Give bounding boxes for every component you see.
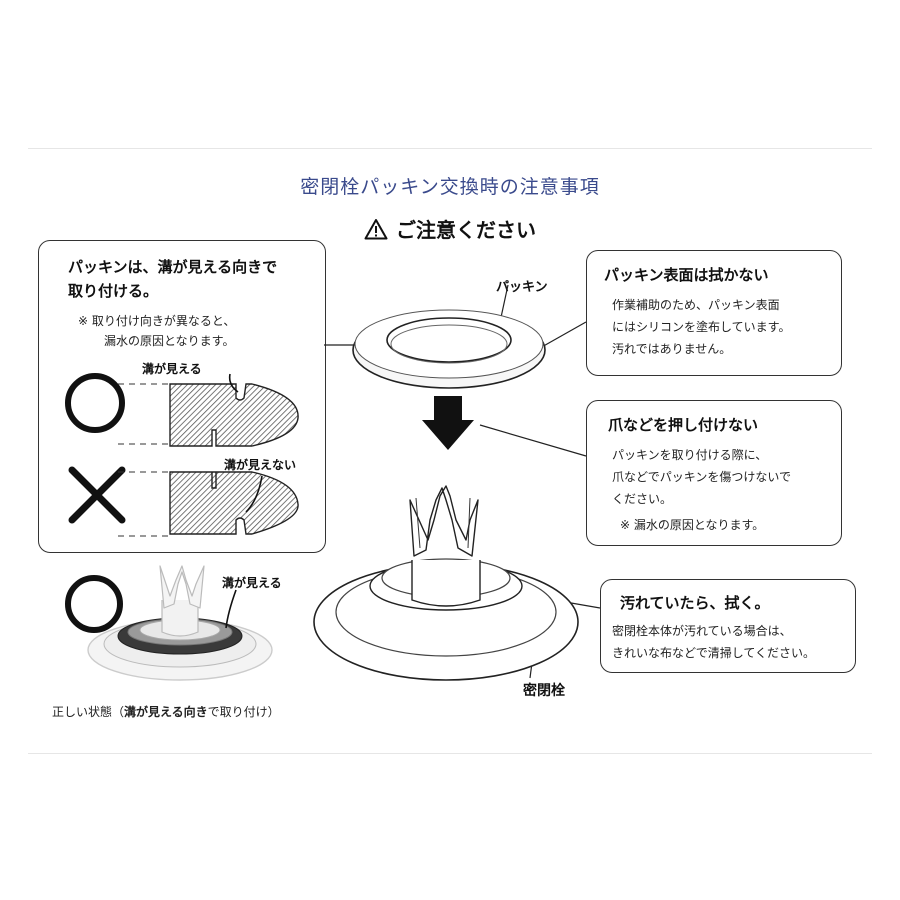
ok-cross-section (169, 383, 299, 447)
ok-groove-label: 溝が見える (142, 362, 202, 376)
page-frame (28, 148, 872, 754)
ng-groove-label: 溝が見えない (224, 458, 297, 472)
no-nail-line-2: 爪などでパッキンを傷つけないで (612, 470, 792, 484)
orientation-note-2: 漏水の原因となります。 (104, 334, 235, 348)
no-wipe-box (586, 250, 842, 376)
packing-ring-icon (352, 309, 546, 389)
no-wipe-line-2: にはシリコンを塗布しています。 (612, 320, 791, 334)
no-nail-line-4: ※ 漏水の原因となります。 (620, 518, 765, 532)
photo-ok-symbol-icon (65, 575, 123, 633)
no-nail-line-1: パッキンを取り付ける際に、 (612, 448, 768, 462)
wipe-dirt-line-1: 密閉栓本体が汚れている場合は、 (612, 624, 792, 638)
caution-text: ご注意ください (396, 218, 536, 242)
no-nail-line-3: ください。 (612, 492, 673, 506)
down-arrow-icon (422, 396, 474, 450)
no-nail-heading: 爪などを押し付けない (608, 416, 759, 434)
caution-heading: ご注意ください (0, 214, 900, 243)
packing-label: パッキン (496, 280, 548, 295)
warning-icon (364, 219, 388, 240)
no-nail-box (586, 400, 842, 546)
ng-cross-section (169, 471, 299, 535)
photo-plug-icon (87, 565, 273, 681)
orientation-heading-1: パッキンは、溝が見える向きで (68, 258, 278, 276)
no-wipe-heading: パッキン表面は拭かない (604, 266, 769, 284)
page-title: 密閉栓パッキン交換時の注意事項 (300, 176, 600, 198)
no-wipe-line-3: 汚れではありません。 (612, 342, 732, 356)
wipe-dirt-box (600, 579, 856, 673)
ng-symbol-icon (68, 466, 126, 524)
ok-symbol-icon (65, 373, 125, 433)
wipe-dirt-heading: 汚れていたら、拭く。 (620, 594, 770, 612)
orientation-heading-2: 取り付ける。 (68, 282, 159, 300)
photo-caption: 正しい状態（溝が見える向きで取り付け） (52, 705, 280, 719)
sealing-plug-icon (313, 485, 579, 681)
plug-label: 密閉栓 (523, 683, 565, 699)
orientation-note-1: ※ 取り付け向きが異なると、 (78, 314, 236, 328)
photo-groove-label: 溝が見える (222, 576, 282, 590)
no-wipe-line-1: 作業補助のため、パッキン表面 (612, 298, 780, 312)
wipe-dirt-line-2: きれいな布などで清掃してください。 (612, 646, 816, 660)
